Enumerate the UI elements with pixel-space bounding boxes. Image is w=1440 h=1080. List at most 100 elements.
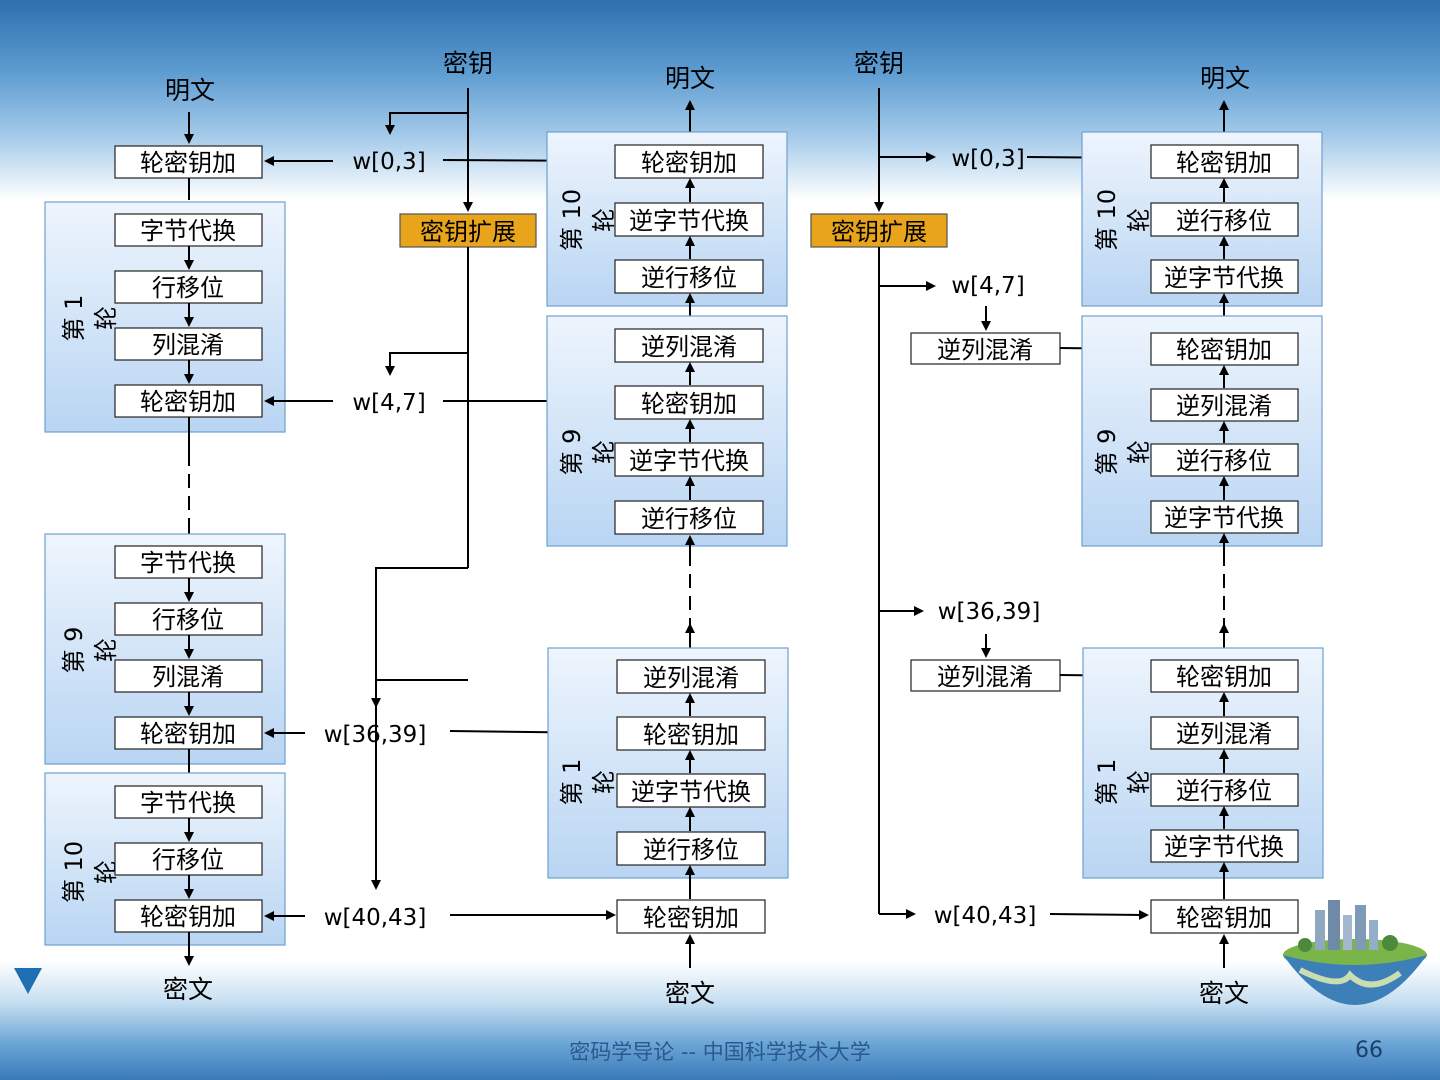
shift-rows-label: 行移位 xyxy=(152,846,224,874)
sub-bytes-label: 字节代换 xyxy=(140,789,236,817)
add-round-key-label: 轮密钥加 xyxy=(641,390,737,418)
svg-text:第 10: 第 10 xyxy=(1093,189,1121,251)
ciphertext-label: 密文 xyxy=(1199,979,1249,1008)
shift-rows-box xyxy=(114,270,263,304)
inv-sub-bytes-box xyxy=(1150,259,1299,294)
ciphertext-label: 密文 xyxy=(163,975,213,1004)
add-round-key-box xyxy=(1150,899,1299,934)
key-expansion-box xyxy=(399,213,537,248)
w36-39-label: w[36,39] xyxy=(324,722,427,748)
sub-bytes-box xyxy=(114,213,263,247)
globe-city-icon xyxy=(1283,900,1427,1005)
add-round-key-box xyxy=(616,899,766,934)
mix-columns-box xyxy=(114,327,263,361)
inv-shift-rows-label: 逆行移位 xyxy=(643,836,739,864)
svg-text:第 1: 第 1 xyxy=(558,759,586,806)
w0-3-label: w[0,3] xyxy=(951,146,1024,172)
add-round-key-box xyxy=(1150,332,1299,366)
add-round-key-label: 轮密钥加 xyxy=(643,904,739,932)
inv-shift-rows-label: 逆行移位 xyxy=(641,264,737,292)
svg-text:轮: 轮 xyxy=(1125,770,1153,794)
w0-3-label: w[0,3] xyxy=(352,149,425,175)
svg-text:轮: 轮 xyxy=(1125,440,1153,464)
w40-43-label: w[40,43] xyxy=(934,903,1037,929)
inv-sub-bytes-box xyxy=(614,442,764,477)
svg-text:第 9: 第 9 xyxy=(1093,429,1121,476)
mix-columns-label: 列混淆 xyxy=(152,331,224,359)
svg-text:轮: 轮 xyxy=(92,638,120,662)
inv-sub-bytes-label: 逆字节代换 xyxy=(1164,264,1284,292)
shift-rows-box xyxy=(114,602,263,636)
add-round-key-box xyxy=(114,716,263,750)
svg-text:第 1: 第 1 xyxy=(1093,759,1121,806)
triangle-down-icon[interactable] xyxy=(14,968,42,994)
plaintext-label: 明文 xyxy=(165,76,215,105)
plaintext-label: 明文 xyxy=(1200,64,1250,93)
round-10-label: 第 10 轮 xyxy=(558,189,618,251)
svg-text:轮: 轮 xyxy=(590,440,618,464)
inv-shift-rows-box xyxy=(1150,202,1299,237)
footer-course-title: 密码学导论 -- 中国科学技术大学 xyxy=(569,1040,871,1064)
round-1-label: 第 1 轮 xyxy=(558,759,618,806)
inv-sub-bytes-label: 逆字节代换 xyxy=(1164,833,1284,861)
round-1-label: 第 1 轮 xyxy=(60,295,120,342)
inv-mix-columns-label: 逆列混淆 xyxy=(643,664,739,692)
sub-bytes-label: 字节代换 xyxy=(140,217,236,245)
inv-shift-rows-label: 逆行移位 xyxy=(1176,207,1272,235)
add-round-key-label: 轮密钥加 xyxy=(1176,904,1272,932)
mix-columns-box xyxy=(114,659,263,693)
inv-mix-columns-box xyxy=(910,332,1061,365)
svg-text:第 9: 第 9 xyxy=(60,627,88,674)
w4-7-label: w[4,7] xyxy=(951,273,1024,299)
svg-text:第 10: 第 10 xyxy=(558,189,586,251)
add-round-key-label: 轮密钥加 xyxy=(140,903,236,931)
encryption-column: 明文 轮密钥加 第 1 轮 字节代换 行移位 列混淆 轮密钥加 第 9 轮 xyxy=(44,76,286,1004)
add-round-key-box xyxy=(616,716,766,751)
svg-text:第 10: 第 10 xyxy=(60,841,88,903)
inv-shift-rows-box xyxy=(1150,773,1299,807)
svg-text:第 9: 第 9 xyxy=(558,429,586,476)
plaintext-label: 明文 xyxy=(665,64,715,93)
inv-mix-columns-label: 逆列混淆 xyxy=(937,336,1033,364)
svg-text:轮: 轮 xyxy=(92,306,120,330)
inv-shift-rows-box xyxy=(614,500,764,535)
add-round-key-label: 轮密钥加 xyxy=(140,388,236,416)
equivalent-inverse-cipher-column: 明文 第 10 轮 轮密钥加 逆行移位 逆字节代换 第 9 轮 轮密钥加 逆列混… xyxy=(1081,64,1324,1008)
page-number: 66 xyxy=(1355,1038,1383,1063)
inv-mix-columns-label: 逆列混淆 xyxy=(641,333,737,361)
inv-shift-rows-label: 逆行移位 xyxy=(1176,777,1272,805)
add-round-key-box xyxy=(614,144,764,179)
key-expansion-label: 密钥扩展 xyxy=(831,218,927,246)
w36-39-label: w[36,39] xyxy=(938,599,1041,625)
round-9-label: 第 9 轮 xyxy=(1093,429,1153,476)
add-round-key-box xyxy=(114,384,263,418)
inv-sub-bytes-box xyxy=(614,202,764,237)
inv-mix-columns-box xyxy=(1150,388,1299,422)
inv-shift-rows-label: 逆行移位 xyxy=(1176,447,1272,475)
inv-mix-columns-label: 逆列混淆 xyxy=(937,663,1033,691)
key-label: 密钥 xyxy=(443,49,493,78)
add-round-key-label: 轮密钥加 xyxy=(641,149,737,177)
w4-7-label: w[4,7] xyxy=(352,390,425,416)
shift-rows-label: 行移位 xyxy=(152,274,224,302)
add-round-key-box xyxy=(614,385,764,420)
inv-sub-bytes-label: 逆字节代换 xyxy=(1164,504,1284,532)
add-round-key-label: 轮密钥加 xyxy=(1176,149,1272,177)
round-10-label: 第 10 轮 xyxy=(1093,189,1153,251)
inv-mix-columns-box xyxy=(910,659,1061,692)
svg-text:轮: 轮 xyxy=(590,770,618,794)
key-label: 密钥 xyxy=(854,49,904,78)
add-round-key-label: 轮密钥加 xyxy=(140,720,236,748)
add-round-key-label: 轮密钥加 xyxy=(140,149,236,177)
inv-mix-columns-box xyxy=(614,328,764,363)
inv-sub-bytes-label: 逆字节代换 xyxy=(631,778,751,806)
inv-sub-bytes-label: 逆字节代换 xyxy=(629,207,749,235)
key-expansion-label: 密钥扩展 xyxy=(420,218,516,246)
svg-text:轮: 轮 xyxy=(1125,208,1153,232)
shift-rows-label: 行移位 xyxy=(152,606,224,634)
round-9-label: 第 9 轮 xyxy=(60,627,120,674)
sub-bytes-label: 字节代换 xyxy=(140,549,236,577)
mix-columns-label: 列混淆 xyxy=(152,663,224,691)
svg-text:第 1: 第 1 xyxy=(60,295,88,342)
